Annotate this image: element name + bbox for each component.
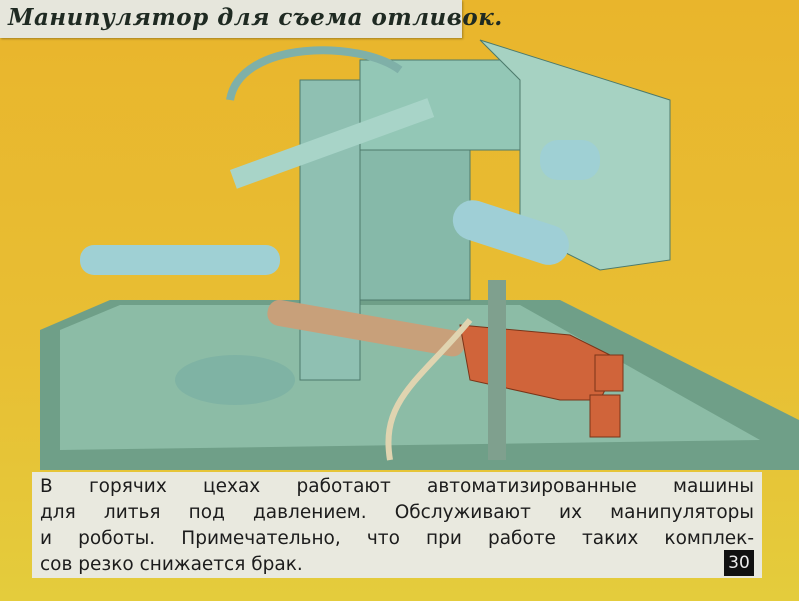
title-box: Манипулятор для съема отливок.	[0, 0, 502, 38]
caption-line: для литья под давлением. Обслуживают их …	[40, 502, 754, 523]
slide-title: Манипулятор для съема отливок.	[8, 4, 503, 31]
rod	[267, 299, 466, 357]
base-top	[60, 305, 760, 450]
caption-line: сов резко снижается брак.	[40, 554, 303, 575]
caption-line: и роботы. Примечательно, что при работе …	[40, 528, 754, 549]
cylinder	[540, 140, 600, 180]
turntable	[175, 355, 295, 405]
cable	[385, 318, 473, 461]
carriage-block	[359, 149, 471, 301]
page-number: 30	[724, 550, 754, 576]
gripper-jaw	[589, 394, 621, 438]
caption-line: В горячих цехах работают автоматизирован…	[40, 476, 754, 497]
manipulator-illustration	[40, 39, 799, 470]
main-block	[359, 59, 521, 151]
arm	[80, 245, 280, 275]
hose	[226, 46, 403, 101]
ram	[452, 200, 569, 265]
spring	[488, 280, 506, 460]
crossbar	[230, 98, 435, 189]
caption-box: В горячих цехах работают автоматизирован…	[32, 472, 762, 578]
gripper-jaw	[594, 354, 624, 392]
